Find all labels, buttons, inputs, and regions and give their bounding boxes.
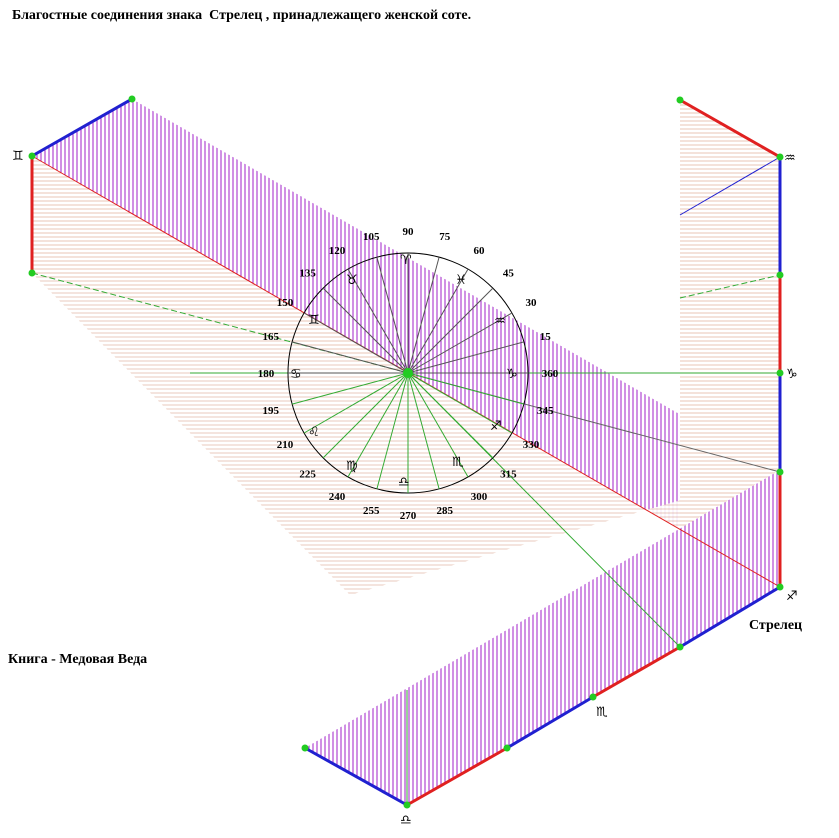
sagittarius-inner-icon: ♐ — [490, 419, 502, 434]
edge-blue — [679, 585, 781, 649]
libra-inner-icon: ♎ — [398, 475, 410, 490]
degree-label: 105 — [363, 231, 380, 243]
degree-label: 315 — [500, 468, 517, 480]
scorpio-icon: ♏ — [596, 705, 608, 720]
node-dot — [776, 468, 784, 476]
libra-icon: ♎ — [400, 813, 412, 828]
degree-label: 150 — [277, 297, 294, 309]
wheel-spoke — [347, 372, 409, 478]
node-dot — [676, 643, 684, 651]
node-dot — [503, 744, 511, 752]
degree-label: 300 — [471, 491, 488, 503]
wheel-center-node — [403, 368, 413, 378]
node-dot — [776, 271, 784, 279]
degree-label: 210 — [277, 439, 294, 451]
edge-blue — [304, 746, 408, 807]
wheel-spoke — [303, 372, 409, 434]
node-dot — [28, 269, 36, 277]
wheel-spoke — [407, 287, 494, 374]
degree-label: 360 — [542, 368, 559, 380]
sign-label-sagittarius: Стрелец — [749, 618, 803, 633]
wheel-spoke — [407, 372, 513, 434]
wheel-spoke — [407, 268, 469, 374]
wheel-spoke — [376, 372, 409, 490]
cancer-icon: ♋ — [290, 367, 302, 382]
gemini-icon: ♊ — [12, 149, 24, 164]
wheel-spoke — [407, 341, 525, 374]
wheel-spoke — [407, 312, 513, 374]
capricorn-inner-icon: ♑ — [506, 367, 518, 382]
guide-green-dashed — [679, 274, 781, 299]
aries-icon: ♈ — [400, 253, 412, 268]
degree-label: 45 — [503, 268, 515, 280]
degree-label: 330 — [523, 439, 540, 451]
degree-label: 225 — [299, 468, 316, 480]
degree-label: 135 — [299, 268, 316, 280]
edge-blue-thin — [679, 156, 781, 216]
wheel-spoke — [407, 372, 469, 478]
wheel-spoke — [407, 372, 494, 459]
zodiac-wheel: 15 30 45 60 75 90 105 120 135 150 165 180 195 210 225 2… — [258, 226, 559, 522]
degree-label: 60 — [474, 245, 486, 257]
scorpio-inner-icon: ♏ — [452, 455, 464, 470]
degree-label: 75 — [439, 231, 451, 243]
page-title: Благостные соединения знака Стрелец , пр… — [12, 8, 472, 23]
node-dot — [776, 369, 784, 377]
wheel-spoke — [322, 287, 409, 374]
degree-label: 240 — [329, 491, 346, 503]
node-dot — [776, 153, 784, 161]
sagittarius-icon: ♐ — [786, 589, 798, 604]
wheel-spoke — [407, 256, 440, 374]
edge-blue — [31, 97, 133, 158]
degree-labels: 15 30 45 60 75 90 105 120 135 150 165 180 195 210 225 2… — [258, 226, 559, 522]
virgo-icon: ♍ — [346, 459, 358, 474]
aquarius-icon: ♒ — [784, 151, 796, 166]
wheel-spoke — [376, 256, 409, 374]
edge-red — [406, 746, 508, 807]
wheel-spoke — [303, 312, 409, 374]
node-dot — [128, 95, 136, 103]
wheel-spoke — [407, 372, 525, 405]
degree-label: 255 — [363, 505, 380, 517]
wheel-spoke — [322, 372, 409, 459]
pisces-icon: ♓ — [455, 273, 467, 288]
degree-label: 15 — [540, 331, 552, 343]
main-striped-band — [32, 99, 780, 587]
leo-icon: ♌ — [308, 425, 320, 440]
book-caption: Книга - Медовая Веда — [8, 652, 148, 667]
degree-label: 180 — [258, 368, 275, 380]
nodes — [28, 95, 784, 809]
degree-label: 270 — [400, 510, 417, 522]
node-dot — [776, 583, 784, 591]
aquarius-inner-icon: ♒ — [494, 314, 506, 329]
node-dot — [676, 96, 684, 104]
wheel-spoke — [347, 268, 409, 374]
degree-label: 285 — [437, 505, 454, 517]
edge-red — [679, 98, 781, 159]
degree-label: 120 — [329, 245, 346, 257]
node-dot — [28, 152, 36, 160]
taurus-icon: ♉ — [346, 273, 358, 288]
bottom-striped-band — [305, 470, 780, 805]
node-dot — [403, 801, 411, 809]
wheel-spoke — [291, 372, 409, 405]
degree-label: 90 — [403, 226, 415, 238]
gemini-inner-icon: ♊ — [308, 313, 320, 328]
edge-red — [592, 645, 681, 699]
degree-label: 195 — [263, 405, 280, 417]
degree-label: 165 — [263, 331, 280, 343]
wheel-spoke — [407, 372, 440, 490]
degree-label: 345 — [537, 405, 554, 417]
node-dot — [589, 693, 597, 701]
wheel-spoke — [291, 341, 409, 374]
edge-blue — [506, 695, 594, 750]
lower-hatched-face — [32, 273, 780, 595]
wheel-spokes — [288, 253, 528, 493]
degree-label: 30 — [526, 297, 538, 309]
capricorn-icon: ♑ — [786, 367, 798, 382]
node-dot — [301, 744, 309, 752]
